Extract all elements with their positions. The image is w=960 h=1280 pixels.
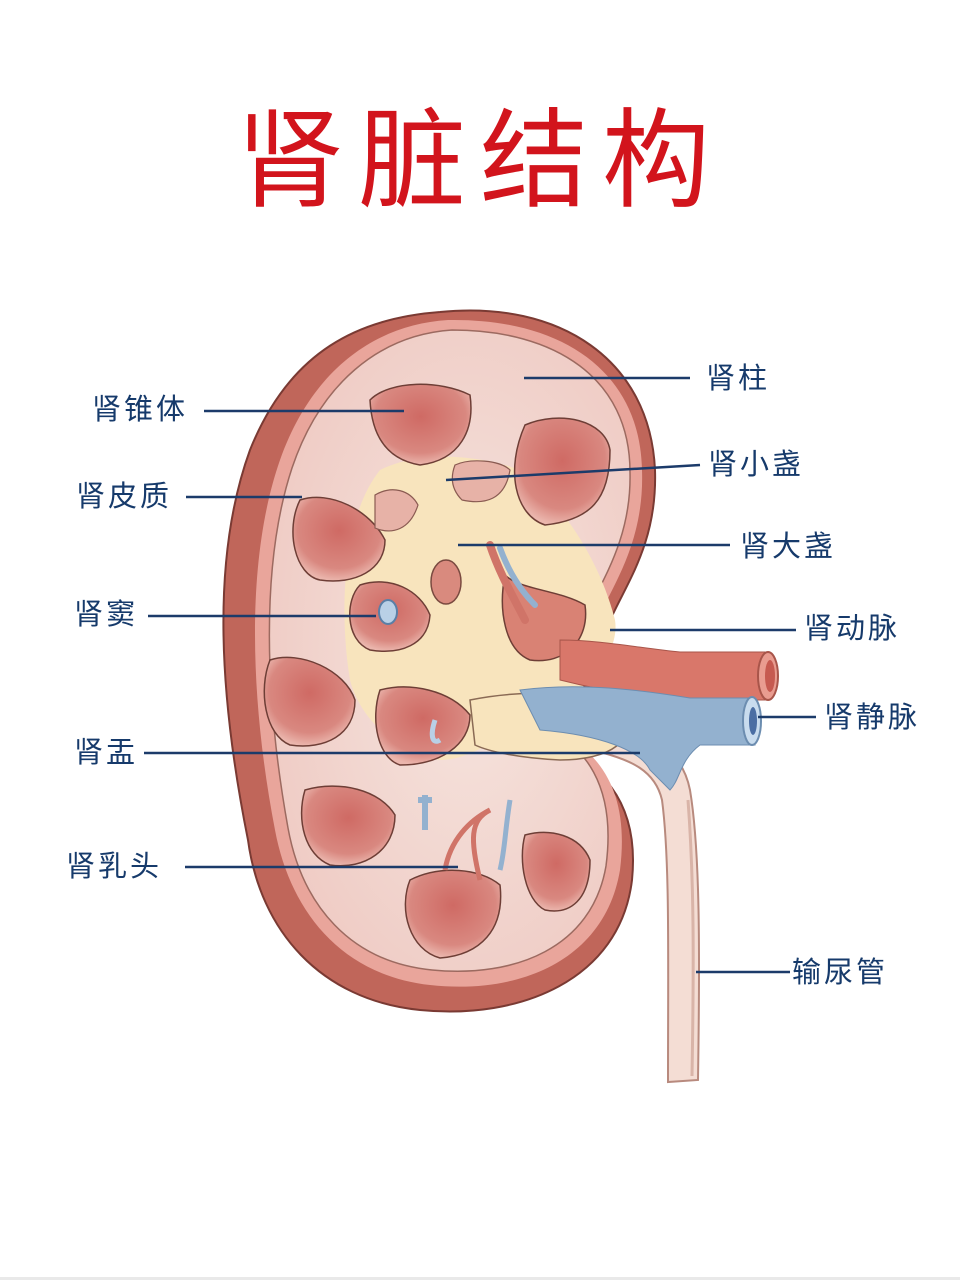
renal-artery-shape — [559, 639, 779, 701]
renal-sinus-area — [344, 456, 616, 760]
leader-minor-calyx — [445, 463, 701, 482]
sinus-vessels — [378, 541, 538, 881]
label-renal-pyramid: 肾锥体 — [92, 392, 189, 426]
renal-vein-shape — [519, 686, 762, 791]
label-renal-cortex: 肾皮质 — [76, 479, 173, 513]
diagram-title: 肾脏结构 — [235, 99, 724, 224]
label-major-calyx: 肾大盏 — [740, 529, 837, 563]
leader-lines — [144, 376, 816, 974]
bottom-divider — [0, 1277, 960, 1280]
label-renal-pelvis: 肾盂 — [74, 735, 139, 769]
label-minor-calyx: 肾小盏 — [708, 447, 805, 481]
ureter-shape — [599, 718, 701, 1084]
label-renal-vein: 肾静脉 — [824, 700, 921, 734]
label-renal-column: 肾柱 — [706, 361, 771, 395]
label-ureter: 输尿管 — [792, 955, 889, 989]
label-renal-papilla: 肾乳头 — [66, 849, 163, 883]
renal-pyramids — [263, 383, 611, 959]
label-renal-artery: 肾动脉 — [804, 611, 901, 645]
label-renal-sinus: 肾窦 — [74, 597, 139, 631]
calyces — [374, 460, 511, 532]
